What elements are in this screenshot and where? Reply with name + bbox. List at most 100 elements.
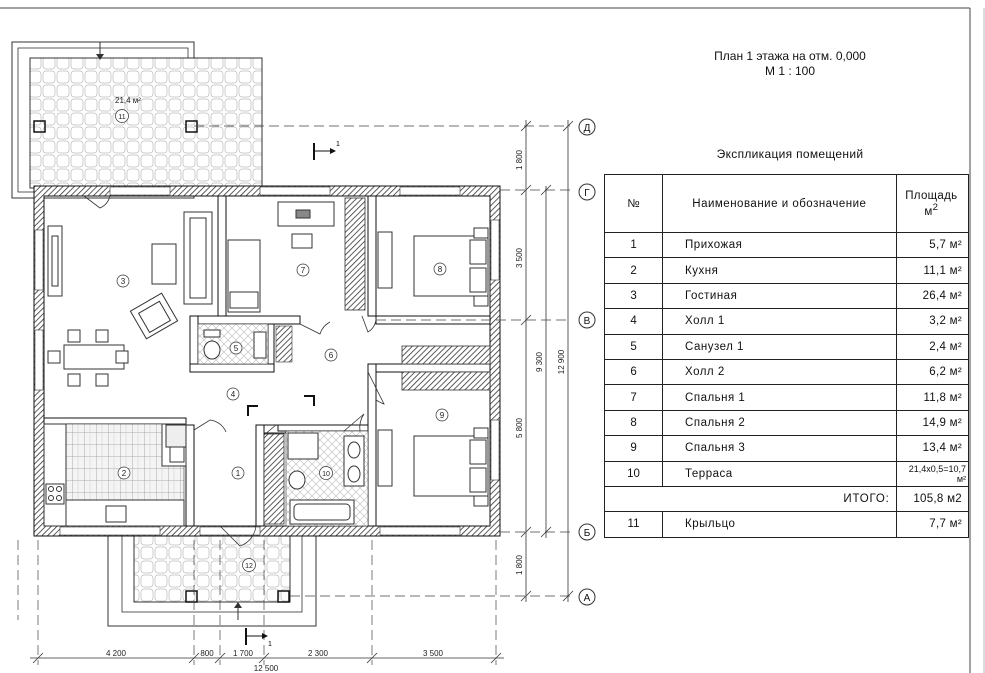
dim-v-5: 9 300 [535,351,544,372]
plan-title: План 1 этажа на отм. 0,000 [714,49,866,63]
dim-h-5: 3 500 [423,649,444,658]
row-area: 6,2 м² [895,358,970,386]
total-label: ИТОГО: [604,485,897,513]
axis-label-G: Г [584,188,590,199]
axis-label-D: Д [584,123,591,134]
row-no: 3 [603,282,664,310]
bedroom-2-furniture [377,227,489,307]
room-marker-4: 4 [231,390,236,399]
col-area-sup: 2 [932,201,939,213]
bathroom-1 [197,323,293,365]
section-label-bottom: 1 [268,641,272,648]
horizontal-dimensions [30,652,504,664]
dim-h-total: 12 500 [254,664,279,673]
terrace-area-label: 21,4 м² [115,96,141,105]
col-area-label: Площадь [905,189,958,202]
axis-label-A: А [584,593,591,604]
terrace [11,41,263,199]
row-name: Спальня 1 [662,384,897,411]
horizontal-dimension-labels: 4 200 800 1 700 2 300 3 500 12 500 [106,649,444,673]
room-marker-6: 6 [329,351,334,360]
dim-h-4: 2 300 [308,649,329,658]
vertical-dimension-labels: 1 800 3 500 5 800 1 800 9 300 12 900 [515,149,566,575]
living-furniture [47,211,213,387]
row-no: 10 [603,460,664,487]
dim-v-2: 3 500 [515,247,524,268]
col-area-unit: м [924,205,933,218]
dim-v-1: 1 800 [515,149,524,170]
room-marker-11: 11 [118,114,125,121]
section-mark-top: 1 [313,141,340,160]
row-name: Холл 2 [662,358,897,386]
inner-walls [43,195,491,527]
dim-v-3: 5 800 [515,417,524,438]
bedroom-3-furniture [377,427,489,507]
dim-h-3: 1 700 [233,649,254,658]
row-name: Прихожая [662,231,897,259]
room-marker-5: 5 [234,344,239,353]
room-marker-3: 3 [121,277,126,286]
room-marker-10: 10 [322,471,330,478]
room-marker-8: 8 [438,265,443,274]
row-name: Спальня 2 [662,409,897,437]
row-name: Терраса [662,460,897,487]
row-name: Кухня [662,257,897,284]
bathroom-2 [285,430,369,527]
axis-label-V: В [584,316,591,327]
vertical-dimensions [520,120,574,602]
row-area: 2,4 м² [895,333,970,360]
kitchen-fixtures [43,423,187,527]
col-no-header: № [603,174,664,233]
row-no: 8 [603,409,664,437]
doors [83,195,385,547]
room-marker-2: 2 [122,469,127,478]
dim-v-4: 1 800 [515,554,524,575]
plan-scale: М 1 : 100 [764,64,816,78]
axis-bubbles: Д Г В Б А [578,118,596,606]
dim-v-6: 12 900 [557,349,566,374]
row-no: 6 [603,358,664,386]
row-area: 14,9 м² [895,409,970,437]
explication-title: Экспликация помещений [716,147,864,161]
dim-h-2: 800 [200,649,214,658]
row-area: 11,1 м² [895,257,970,284]
row-area: 13,4 м² [895,435,970,462]
row-no: 4 [603,308,664,335]
axis-label-B: Б [584,528,591,539]
explication-table: № Наименование и обозначение Площадь м2 … [603,174,970,538]
row-area: 26,4 м² [895,282,970,310]
row-no: 11 [603,511,664,538]
axis-lines [17,125,570,665]
row-name: Санузел 1 [662,333,897,360]
row-area: 21,4х0,5=10,7 м² [895,460,970,487]
room-marker-12: 12 [245,563,253,570]
porch [107,535,317,627]
table-row: 11 Крыльцо 7,7 м² [603,511,970,538]
row-area: 3,2 м² [895,308,970,335]
room-markers: 1 2 3 4 5 6 7 8 9 10 11 12 [115,109,449,572]
row-name: Гостиная [662,282,897,310]
room-marker-9: 9 [440,411,445,420]
row-area: 7,7 м² [895,511,970,538]
row-area: 11,8 м² [895,384,970,411]
total-row: ИТОГО: 105,8 м2 [604,485,970,513]
total-value: 105,8 м2 [895,485,970,513]
row-area: 5,7 м² [895,231,970,259]
outer-walls [33,185,501,537]
room-marker-1: 1 [236,469,241,478]
section-mark-bottom: 1 [245,628,272,648]
dim-h-1: 4 200 [106,649,127,658]
row-name: Крыльцо [662,511,897,538]
section-label-top: 1 [336,141,340,148]
bedroom-1-furniture [227,201,335,313]
